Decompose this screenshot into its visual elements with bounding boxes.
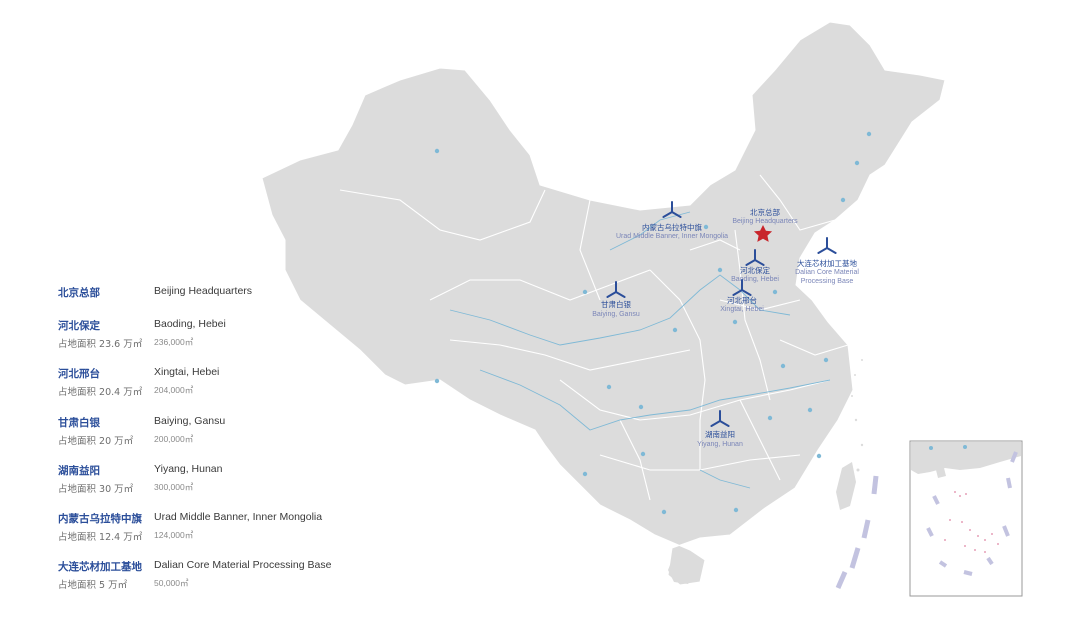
- site-gansu[interactable]: 甘肃白银 Baiying, Gansu: [592, 281, 640, 318]
- taiwan-island: [836, 462, 856, 510]
- wind-turbine-icon: [710, 410, 730, 427]
- site-dalian[interactable]: 大连芯材加工基地 Dalian Core Material Processing…: [795, 237, 859, 285]
- city-dots: [434, 131, 872, 515]
- legend-site-name-cn: 湖南益阳: [58, 465, 100, 477]
- dot-icon: [816, 453, 822, 459]
- legend-site-area-en: 200,000㎡: [154, 434, 194, 444]
- wind-turbine-icon: [817, 237, 837, 254]
- legend-site-name-en: Baoding, Hebei: [154, 318, 226, 330]
- site-label-cn: 北京总部: [750, 207, 780, 217]
- dot-icon: [767, 415, 773, 421]
- legend-site-area-en: 236,000㎡: [154, 337, 194, 347]
- mainland-china-shape: [261, 21, 946, 586]
- legend-site-name-en: Xingtai, Hebei: [154, 366, 220, 378]
- wind-turbine-icon: [662, 201, 682, 218]
- legend-site-area-cn: 占地面积 23.6 万㎡: [58, 339, 143, 350]
- legend-site-area-en: 204,000㎡: [154, 385, 194, 395]
- star-icon: [753, 225, 773, 242]
- coastal-islands: [851, 359, 864, 472]
- legend-site-name-cn: 甘肃白银: [58, 417, 100, 429]
- site-baoding[interactable]: 河北保定 Baoding, Hebei: [731, 249, 779, 283]
- site-label-en: Baiying, Gansu: [592, 311, 640, 318]
- dot-icon: [606, 384, 612, 390]
- legend-site-name-en: Beijing Headquarters: [154, 285, 253, 297]
- site-label-cn: 甘肃白银: [601, 299, 631, 309]
- dot-icon: [703, 224, 709, 230]
- site-label-en: Processing Base: [801, 278, 854, 285]
- legend-site-name-en: Yiyang, Hunan: [154, 463, 223, 475]
- legend-row: 大连芯材加工基地占地面积 5 万㎡ Dalian Core Material Pr…: [58, 559, 358, 595]
- legend-site-area-cn: 占地面积 5 万㎡: [58, 580, 128, 591]
- dot-icon: [661, 509, 667, 515]
- legend-site-area-en: 50,000㎡: [154, 578, 189, 588]
- legend-row: 河北邢台占地面积 20.4 万㎡ Xingtai, Hebei 204,000㎡: [58, 366, 358, 402]
- site-label-en: Xingtai, Hebei: [720, 306, 764, 313]
- dot-icon: [582, 471, 588, 477]
- site-label-en: Beijing Headquarters: [732, 218, 798, 225]
- dot-icon: [640, 451, 646, 457]
- dot-icon: [854, 160, 860, 166]
- legend-site-name-en: Baiying, Gansu: [154, 415, 226, 427]
- dot-icon: [717, 267, 723, 273]
- legend-site-name-cn: 内蒙古乌拉特中旗: [58, 513, 142, 525]
- site-label-cn: 河北保定: [740, 265, 770, 275]
- boundary-dashes: [835, 475, 879, 590]
- legend-site-name-cn: 北京总部: [58, 287, 100, 299]
- legend-row: 湖南益阳占地面积 30 万㎡ Yiyang, Hunan 300,000㎡: [58, 463, 358, 499]
- legend-site-area-cn: 占地面积 30 万㎡: [58, 484, 134, 495]
- legend-site-name-en: Urad Middle Banner, Inner Mongolia: [154, 511, 323, 523]
- dot-icon: [823, 357, 829, 363]
- legend-row: 北京总部 Beijing Headquarters: [58, 285, 358, 321]
- dot-icon: [672, 327, 678, 333]
- site-urad[interactable]: 内蒙古乌拉特中旗 Urad Middle Banner, Inner Mongo…: [616, 201, 728, 240]
- legend-site-name-cn: 河北保定: [58, 320, 100, 332]
- dot-icon: [772, 289, 778, 295]
- legend-site-area-en: 300,000㎡: [154, 482, 194, 492]
- wind-turbine-icon: [745, 249, 765, 266]
- site-label-en: Yiyang, Hunan: [697, 441, 743, 448]
- south-china-sea-inset: [909, 440, 1023, 597]
- dot-icon: [434, 148, 440, 154]
- site-label-en: Urad Middle Banner, Inner Mongolia: [616, 233, 728, 240]
- dot-icon: [866, 131, 872, 137]
- site-label-cn: 大连芯材加工基地: [797, 258, 857, 268]
- site-label-cn: 河北邢台: [727, 295, 757, 305]
- dot-icon: [434, 378, 440, 384]
- legend-site-area-cn: 占地面积 20.4 万㎡: [58, 387, 143, 398]
- dot-icon: [732, 319, 738, 325]
- legend-row: 河北保定占地面积 23.6 万㎡ Baoding, Hebei 236,000㎡: [58, 318, 358, 354]
- dot-icon: [638, 404, 644, 410]
- hainan-island: [668, 556, 698, 584]
- site-label-cn: 内蒙古乌拉特中旗: [642, 222, 702, 232]
- site-xingtai[interactable]: 河北邢台 Xingtai, Hebei: [720, 279, 764, 313]
- rivers: [449, 211, 831, 489]
- legend-site-name-en: Dalian Core Material Processing Base: [154, 559, 332, 571]
- site-label-en: Dalian Core Material: [795, 269, 859, 276]
- site-label-cn: 湖南益阳: [705, 429, 735, 439]
- dot-icon: [733, 507, 739, 513]
- legend-site-area-en: 124,000㎡: [154, 530, 194, 540]
- wind-turbine-icon: [732, 279, 752, 296]
- hq-marker[interactable]: 北京总部 Beijing Headquarters: [732, 207, 798, 242]
- legend-site-area-cn: 占地面积 20 万㎡: [58, 436, 134, 447]
- wind-turbine-icon: [606, 281, 626, 298]
- site-hunan[interactable]: 湖南益阳 Yiyang, Hunan: [697, 410, 743, 448]
- dot-icon: [780, 363, 786, 369]
- legend-row: 内蒙古乌拉特中旗占地面积 12.4 万㎡ Urad Middle Banner, …: [58, 511, 358, 547]
- legend-site-name-cn: 大连芯材加工基地: [58, 561, 142, 573]
- legend-site-area-cn: 占地面积 12.4 万㎡: [58, 532, 143, 543]
- dot-icon: [582, 289, 588, 295]
- legend-row: 甘肃白银占地面积 20 万㎡ Baiying, Gansu 200,000㎡: [58, 415, 358, 451]
- dot-icon: [807, 407, 813, 413]
- site-label-en: Baoding, Hebei: [731, 276, 779, 283]
- legend-site-name-cn: 河北邢台: [58, 368, 100, 380]
- dot-icon: [840, 197, 846, 203]
